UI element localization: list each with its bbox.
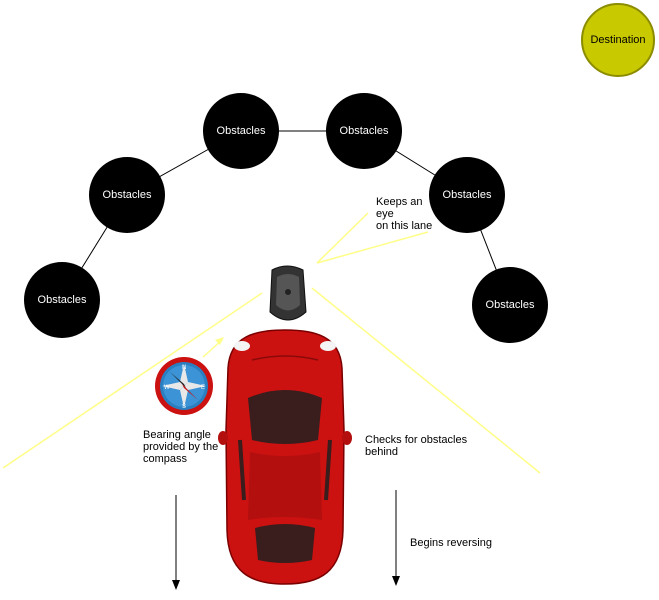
ultrasonic-sensor-icon (269, 265, 307, 321)
obstacle-node: Obstacles (203, 93, 279, 169)
reverse-arrow-left (172, 495, 180, 590)
forward-beam-right (316, 231, 429, 264)
obstacle-node: Obstacles (24, 262, 100, 338)
forward-beam-left (316, 212, 369, 264)
bearing-annotation: Bearing angle provided by the compass (143, 429, 219, 465)
svg-text:N: N (182, 365, 186, 371)
obstacle-node: Obstacles (326, 93, 402, 169)
side-beam-left (2, 292, 263, 469)
obstacle-node: Obstacles (89, 157, 165, 233)
svg-text:E: E (201, 385, 205, 391)
compass-icon: N S W E (155, 357, 213, 415)
side-beam-right (311, 287, 541, 474)
behind-annotation: Checks for obstacles behind (365, 434, 468, 458)
svg-text:S: S (182, 404, 186, 410)
lane-annotation: Keeps an eye on this lane (376, 196, 433, 232)
obstacle-node: Obstacles (429, 157, 505, 233)
reverse-arrow-right (392, 490, 400, 586)
obstacle-node: Obstacles (472, 267, 548, 343)
svg-text:W: W (164, 385, 170, 391)
destination-node: Destination (581, 3, 655, 77)
compass-pointer-head (215, 337, 224, 345)
car-top-view-icon (218, 329, 352, 585)
sensor-beams (2, 212, 541, 474)
reversing-annotation: Begins reversing (410, 537, 492, 549)
